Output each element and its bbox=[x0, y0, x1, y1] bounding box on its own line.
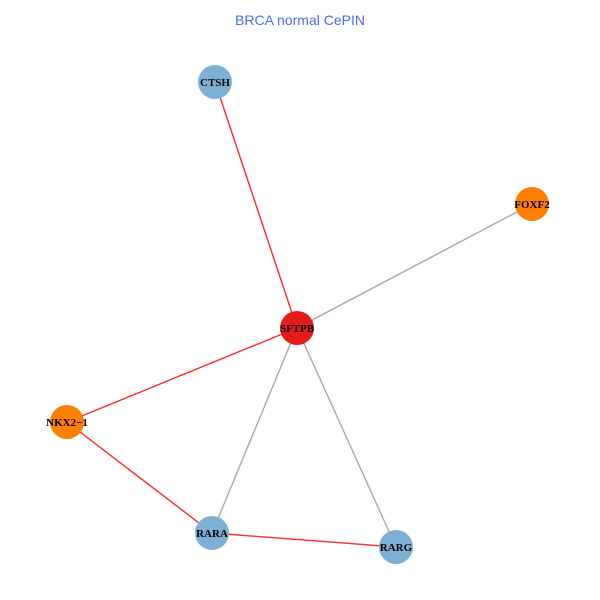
node-ctsh[interactable]: CTSH bbox=[198, 65, 232, 99]
edge-ctsh-sftpb bbox=[214, 81, 298, 329]
node-label: SFTPB bbox=[280, 323, 315, 335]
node-circle bbox=[280, 311, 314, 345]
node-label: RARG bbox=[380, 542, 413, 554]
edge-sftpb-rara bbox=[211, 327, 298, 534]
node-nkx2-1[interactable]: NKX2−1 bbox=[46, 405, 88, 439]
node-circle bbox=[198, 65, 232, 99]
edge-sftpb-nkx2-1 bbox=[66, 327, 298, 423]
node-label: RARA bbox=[196, 528, 228, 540]
edge-foxf2-sftpb bbox=[296, 203, 533, 329]
node-label: CTSH bbox=[200, 77, 230, 89]
diagram-title: BRCA normal CePIN bbox=[235, 12, 365, 28]
node-label: FOXF2 bbox=[514, 199, 550, 211]
node-sftpb[interactable]: SFTPB bbox=[280, 311, 315, 345]
node-circle bbox=[195, 516, 229, 550]
node-rara[interactable]: RARA bbox=[195, 516, 229, 550]
node-rarg[interactable]: RARG bbox=[379, 530, 413, 564]
node-circle bbox=[379, 530, 413, 564]
edge-nkx2-1-rara bbox=[66, 421, 213, 534]
edge-sftpb-rarg bbox=[296, 327, 397, 548]
node-foxf2[interactable]: FOXF2 bbox=[514, 187, 550, 221]
node-label: NKX2−1 bbox=[46, 417, 88, 429]
edge-rara-rarg bbox=[211, 532, 397, 548]
node-circle bbox=[50, 405, 84, 439]
node-circle bbox=[515, 187, 549, 221]
